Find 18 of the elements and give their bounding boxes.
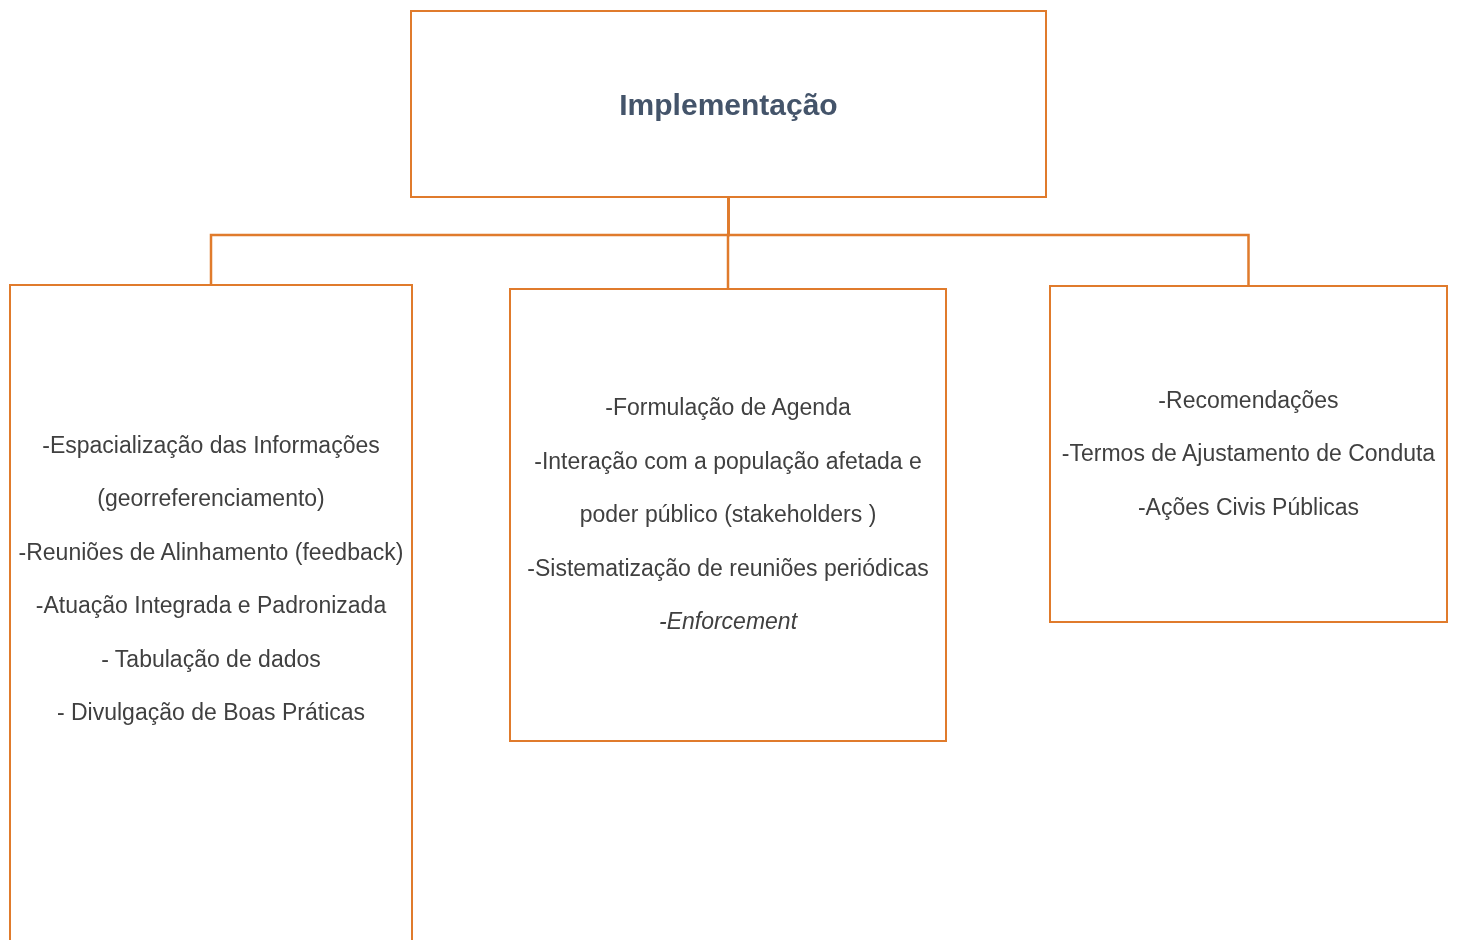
title-box <box>410 10 1047 198</box>
list-item: -Formulação de Agenda <box>605 393 851 423</box>
list-item: -Ações Civis Públicas <box>1137 492 1360 522</box>
content-box <box>1049 285 1448 623</box>
list-item: -Reuniões de Alinhamento (feedback) <box>18 537 404 567</box>
list-item: -Atuação Integrada e Padronizada <box>35 591 387 620</box>
box-title: Implementação <box>619 86 838 123</box>
list-item: -Enforcement <box>658 607 798 637</box>
content-box <box>509 288 947 742</box>
list-item: -Termos de Ajustamento de Conduta <box>1061 439 1436 469</box>
list-item: -Recomendações <box>1158 385 1339 415</box>
list-item: -Sistematização de reuniões periódicas <box>527 553 929 583</box>
list-item: - Tabulação de dados <box>101 644 321 674</box>
connector-line <box>727 198 1250 285</box>
list-item: -Interação com a população afetada e poder público (stakeholders ) <box>533 446 923 530</box>
content-box <box>9 284 413 940</box>
list-item: - Divulgação de Boas Práticas <box>56 698 366 727</box>
list-item: -Espacialização das Informações (georreferenciamento) <box>41 430 381 513</box>
